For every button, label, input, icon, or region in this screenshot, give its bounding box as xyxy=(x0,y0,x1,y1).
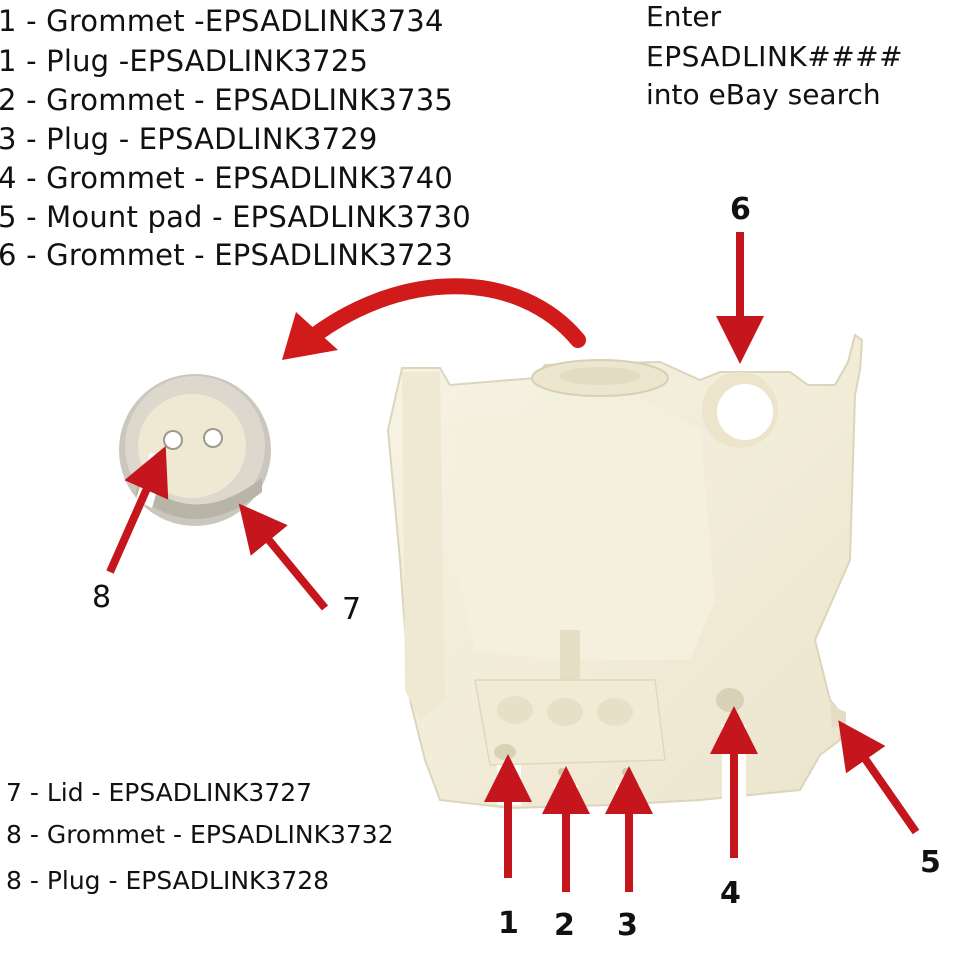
parts-list-item: 8 - Plug - EPSADLINK3728 xyxy=(6,866,330,895)
parts-list-item: 1 - Plug -EPSADLINK3725 xyxy=(0,44,369,78)
arrow-5 xyxy=(838,720,920,835)
search-hint-line: into eBay search xyxy=(646,78,881,111)
parts-list-item: 6 - Grommet - EPSADLINK3723 xyxy=(0,238,454,272)
callout-5: 5 xyxy=(920,845,941,880)
callout-8: 8 xyxy=(92,580,112,615)
parts-list-item: 4 - Grommet - EPSADLINK3740 xyxy=(0,161,454,195)
parts-list-item: 3 - Plug - EPSADLINK3729 xyxy=(0,122,378,156)
search-hint-line: EPSADLINK#### xyxy=(646,40,904,73)
parts-list-item: 8 - Grommet - EPSADLINK3732 xyxy=(6,820,394,849)
parts-list-item: 7 - Lid - EPSADLINK3727 xyxy=(6,778,313,807)
parts-list-item: 5 - Mount pad - EPSADLINK3730 xyxy=(0,200,471,234)
callout-6: 6 xyxy=(730,192,751,227)
curved-arrow-head xyxy=(282,312,338,360)
callout-7: 7 xyxy=(342,592,362,627)
arrow-7 xyxy=(238,503,329,611)
callout-4: 4 xyxy=(720,876,741,911)
curved-arrow xyxy=(294,278,586,353)
search-hint-line: Enter xyxy=(646,0,722,33)
arrow-8 xyxy=(106,446,169,574)
parts-list-item: 1 - Grommet -EPSADLINK3734 xyxy=(0,4,444,38)
callout-3: 3 xyxy=(617,908,638,943)
reservoir-tank xyxy=(386,333,864,810)
callout-2: 2 xyxy=(554,908,575,943)
callout-1: 1 xyxy=(498,906,519,941)
parts-list-item: 2 - Grommet - EPSADLINK3735 xyxy=(0,83,454,117)
